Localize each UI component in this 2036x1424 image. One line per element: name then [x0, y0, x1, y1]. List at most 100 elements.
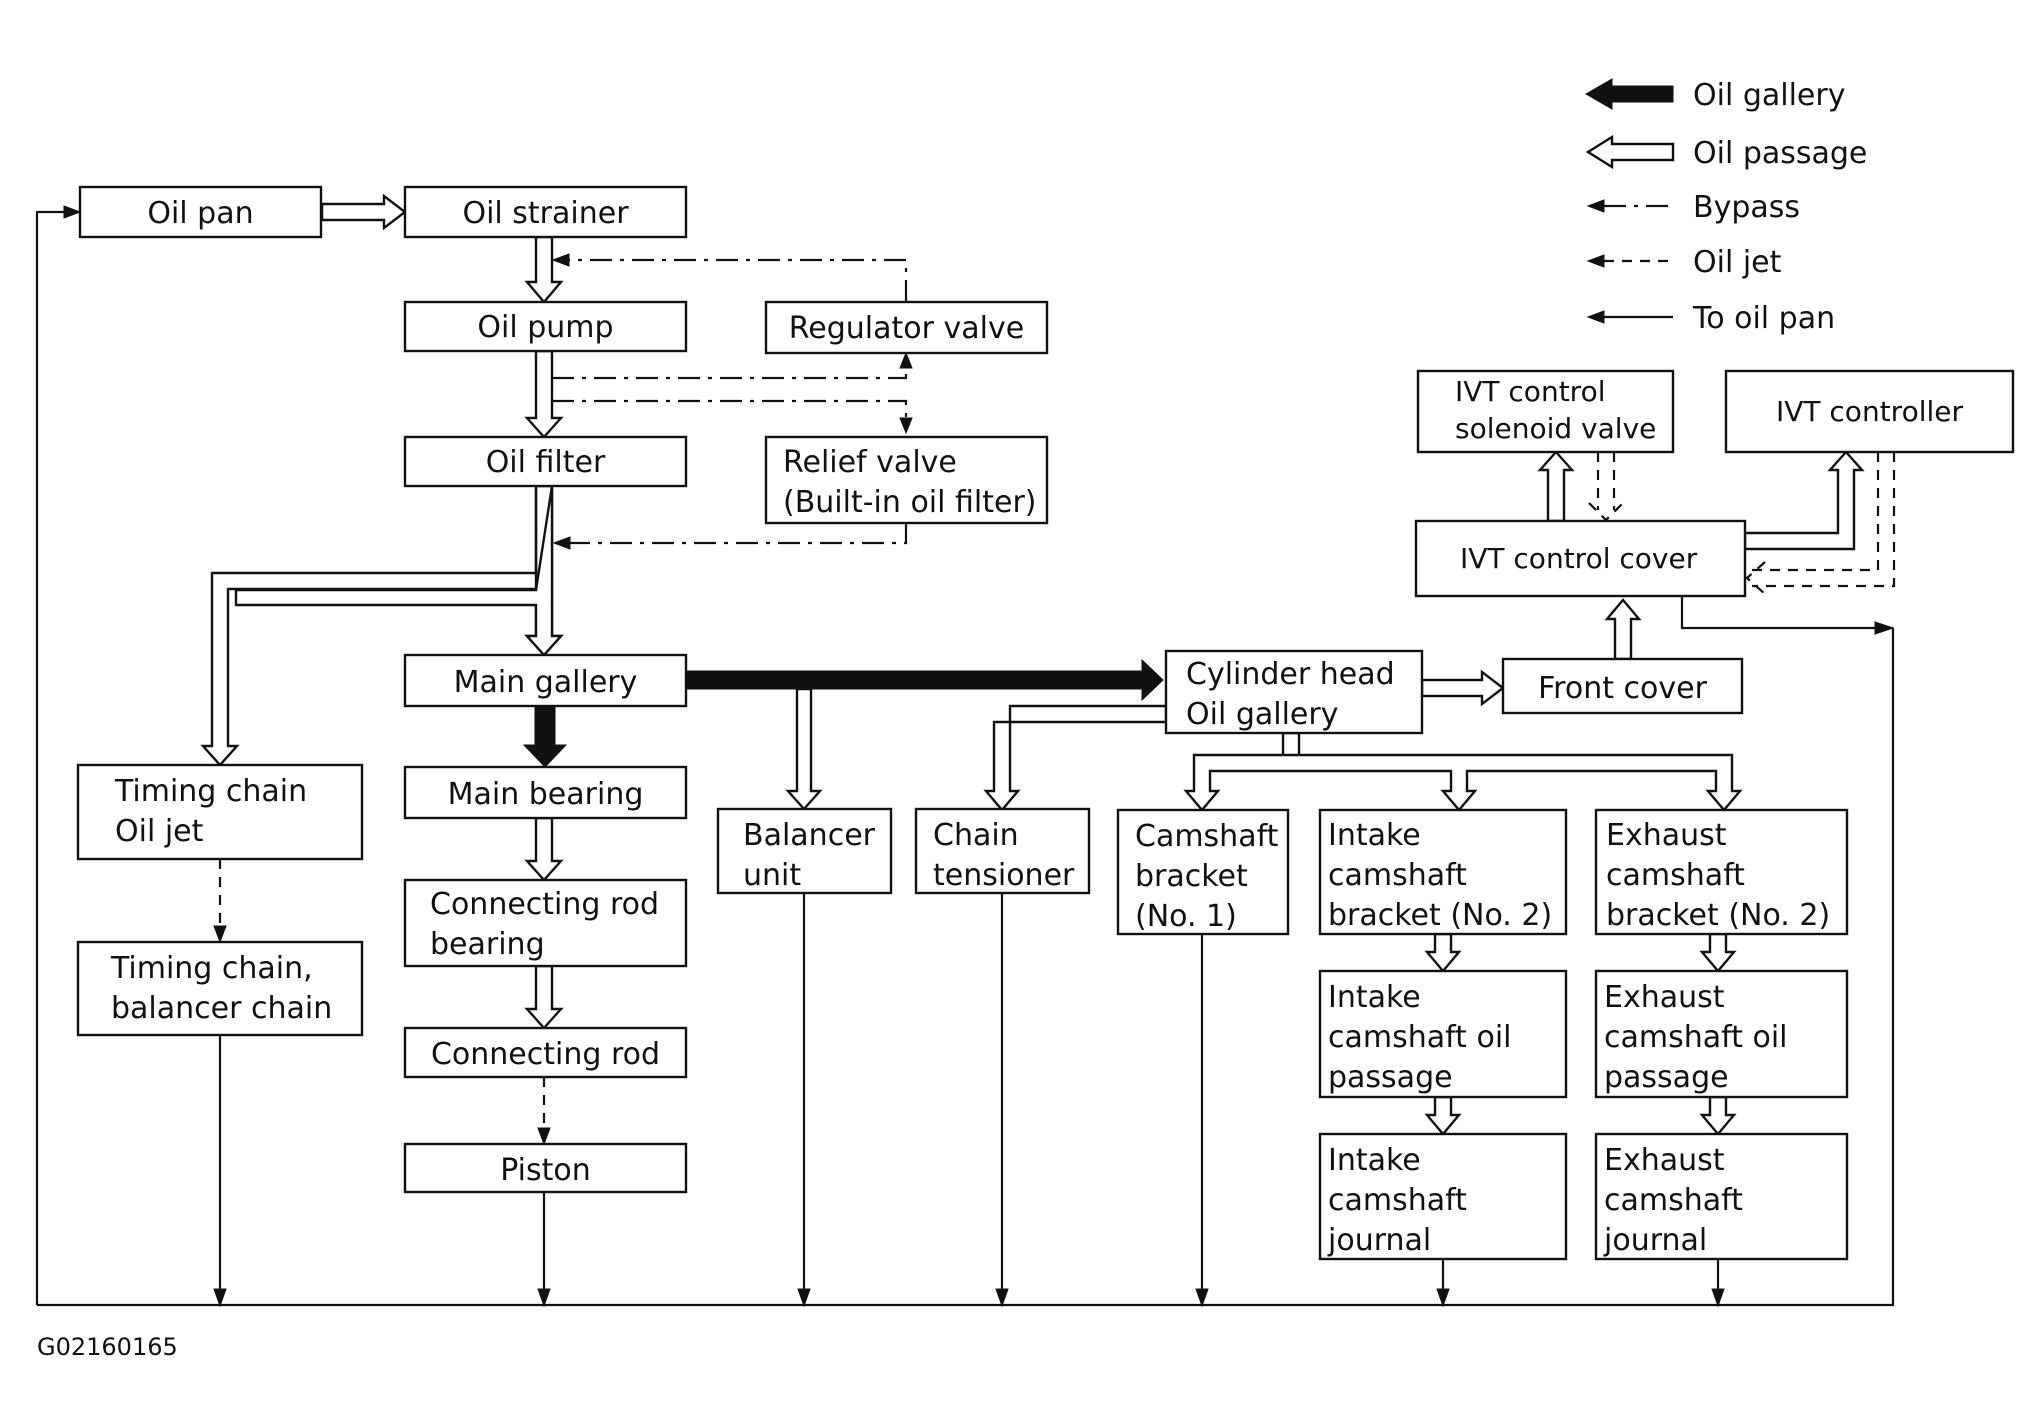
passage-arrow [1699, 932, 1737, 973]
arrowhead [1586, 199, 1605, 213]
exhaust-oil-passage-label: passage [1604, 1060, 1729, 1095]
arrowhead [1874, 621, 1895, 635]
camshaft-bracket-1-label: bracket [1135, 859, 1248, 894]
exhaust-journal-label: camshaft [1604, 1183, 1743, 1218]
passage-arrow [320, 193, 407, 231]
front-cover-node: Front cover [1501, 657, 1744, 715]
ivt-controller-node: IVT controller [1724, 369, 2015, 454]
intake-journal-node: Intake camshaft journal [1318, 1132, 1568, 1261]
passage-arrow [785, 687, 823, 811]
intake-journal-label: Intake [1328, 1143, 1421, 1178]
passage-arrow [1424, 932, 1462, 973]
cylinder-head-gallery-box [1164, 649, 1424, 735]
timing-chain-oil-jet-box [76, 763, 364, 861]
oil-jet-arrowhead [1588, 502, 1624, 522]
legend: Oil gallery Oil passage Bypass Oil jet T… [1584, 78, 1867, 336]
passage-arrow [1183, 731, 1743, 812]
main-gallery-box [403, 653, 688, 708]
oil-pump-node: Oil pump [403, 300, 688, 353]
passage-arrow [1420, 669, 1505, 707]
connecting-rod-bearing-box [403, 878, 688, 968]
oil-pump-box [403, 300, 688, 353]
ivt-control-solenoid-box [1416, 369, 1675, 454]
exhaust-bracket-2-label: camshaft [1606, 858, 1745, 893]
front-cover-box [1501, 657, 1744, 715]
passage-arrow [524, 816, 564, 882]
intake-journal-label: camshaft [1328, 1183, 1467, 1218]
relief-valve-node: Relief valve(Built-in oil filter) [764, 435, 1049, 525]
front-cover-label: Front cover [1538, 671, 1707, 706]
oil-pan-box [78, 185, 323, 239]
cylinder-head-gallery-label: Cylinder head [1186, 657, 1395, 692]
ivt-control-cover-node: IVT control cover [1414, 519, 1747, 598]
exhaust-oil-passage-label: Exhaust [1604, 980, 1725, 1015]
bypass-line [552, 399, 908, 421]
timing-chain-balancer-label: Timing chain, [110, 951, 313, 986]
oil-strainer-label: Oil strainer [462, 196, 629, 231]
passage-arrow [1604, 598, 1642, 661]
balancer-unit-label: unit [743, 858, 801, 893]
intake-oil-passage-label: passage [1328, 1060, 1453, 1095]
passage-arrow [1537, 450, 1575, 523]
exhaust-journal-label: journal [1603, 1223, 1707, 1258]
balancer-unit-node: Balancer unit [716, 807, 893, 895]
legend-to-oil-pan: To oil pan [1692, 301, 1835, 336]
exhaust-bracket-2-label: Exhaust [1606, 818, 1727, 853]
ivt-control-cover-box [1414, 519, 1747, 598]
timing-chain-balancer-label: balancer chain [111, 991, 332, 1026]
legend-bypass: Bypass [1693, 190, 1800, 225]
passage-arrow [234, 485, 564, 657]
main-gallery-label: Main gallery [454, 665, 638, 700]
oil-pan-node: Oil pan [78, 185, 323, 239]
figure-code: G02160165 [37, 1333, 178, 1361]
ivt-controller-box [1724, 369, 2015, 454]
connecting-rod-label: Connecting rod [431, 1037, 660, 1072]
oil-jet-line [1752, 452, 1896, 588]
ivt-controller-label: IVT controller [1776, 395, 1963, 428]
arrowhead [1586, 254, 1605, 268]
legend-oil-gallery: Oil gallery [1693, 78, 1845, 113]
gallery-arrow [685, 658, 1164, 702]
intake-oil-passage-label: camshaft oil [1328, 1020, 1512, 1055]
regulator-valve-label: Regulator valve [789, 311, 1024, 346]
balancer-unit-label: Balancer [743, 818, 876, 853]
regulator-valve-node: Regulator valve [764, 300, 1049, 355]
cylinder-head-gallery-label: Oil gallery [1186, 697, 1338, 732]
chain-tensioner-node: Chain tensioner [914, 807, 1091, 895]
intake-journal-box [1318, 1132, 1568, 1261]
exhaust-oil-passage-box [1594, 969, 1849, 1099]
connecting-rod-bearing-label: Connecting rod [430, 887, 659, 922]
piston-box [403, 1142, 688, 1194]
drain-lines [213, 893, 1725, 1308]
ivt-control-solenoid-label: solenoid valve [1455, 412, 1656, 445]
camshaft-bracket-1-box [1116, 808, 1290, 936]
oil-gallery-legend-arrow [1584, 78, 1674, 110]
bypass-line [552, 365, 908, 380]
arrowhead [537, 1127, 551, 1146]
intake-journal-label: journal [1327, 1223, 1431, 1258]
arrowhead [899, 351, 913, 369]
arrowhead [552, 536, 571, 550]
relief-valve-box [764, 435, 1049, 525]
oil-filter-node: Oil filter [403, 435, 688, 488]
return-line-to-oil-pan [35, 210, 72, 1305]
chain-tensioner-label: Chain [933, 818, 1019, 853]
arrowhead [551, 253, 570, 267]
oil-filter-label: Oil filter [486, 445, 606, 480]
chain-tensioner-label: tensioner [933, 858, 1075, 893]
passage-arrow [1699, 1095, 1737, 1136]
oil-jet-line [1752, 452, 1880, 572]
balancer-unit-box [716, 807, 893, 895]
arrowhead [1586, 310, 1605, 324]
legend-oil-passage: Oil passage [1693, 136, 1867, 171]
timing-chain-balancer-box [76, 940, 364, 1037]
exhaust-bracket-2-box [1594, 808, 1849, 936]
